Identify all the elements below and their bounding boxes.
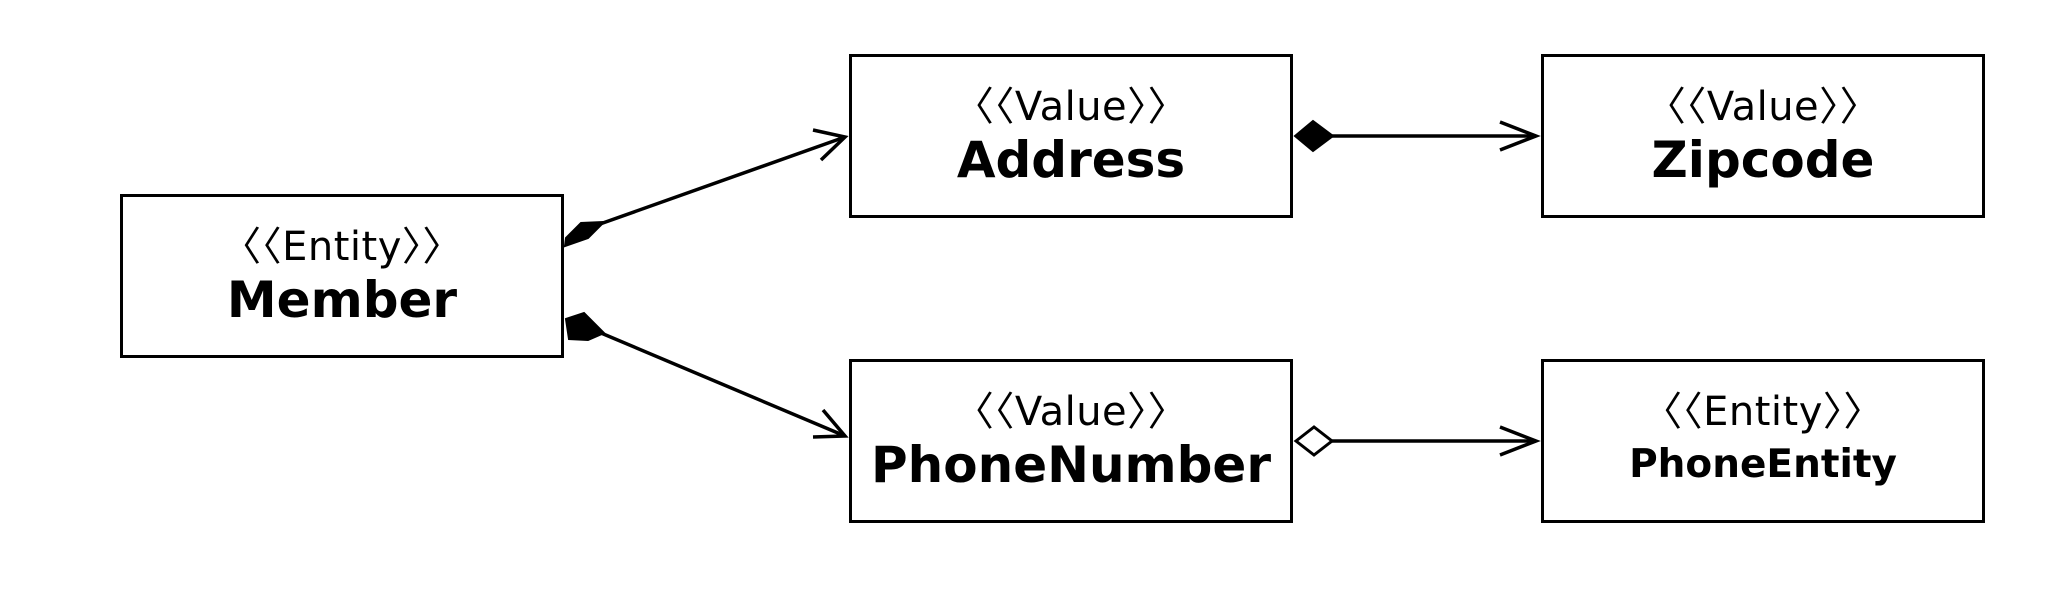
edge-phonenumber-phoneentity xyxy=(1293,425,1541,457)
class-name: PhoneEntity xyxy=(1629,442,1897,487)
class-name: PhoneNumber xyxy=(871,436,1271,494)
class-box-phoneentity: 〈〈Entity〉〉 PhoneEntity xyxy=(1541,359,1985,523)
edge-member-phonenumber xyxy=(564,311,849,439)
composition-diamond-icon xyxy=(563,220,607,248)
class-name: Zipcode xyxy=(1651,131,1875,189)
stereotype-label: 〈〈Value〉〉 xyxy=(953,84,1189,130)
stereotype-label: 〈〈Entity〉〉 xyxy=(221,224,463,270)
open-arrowhead-icon xyxy=(812,408,849,439)
open-arrowhead-icon xyxy=(1499,425,1541,457)
open-arrowhead-icon xyxy=(812,128,849,162)
composition-diamond-icon xyxy=(1293,119,1335,153)
open-arrowhead-icon xyxy=(1499,120,1541,152)
class-box-phonenumber: 〈〈Value〉〉 PhoneNumber xyxy=(849,359,1293,523)
class-box-member: 〈〈Entity〉〉 Member xyxy=(120,194,564,358)
edge-member-phonenumber-line xyxy=(600,331,846,438)
edge-member-address-line xyxy=(599,135,846,226)
class-box-address: 〈〈Value〉〉 Address xyxy=(849,54,1293,218)
stereotype-label: 〈〈Entity〉〉 xyxy=(1642,389,1884,435)
edge-member-address xyxy=(563,128,849,248)
class-name: Address xyxy=(956,131,1186,189)
aggregation-diamond-icon xyxy=(1293,425,1335,457)
class-name: Member xyxy=(226,271,458,329)
stereotype-label: 〈〈Value〉〉 xyxy=(953,389,1189,435)
class-box-zipcode: 〈〈Value〉〉 Zipcode xyxy=(1541,54,1985,218)
edge-address-zipcode xyxy=(1293,119,1541,153)
stereotype-label: 〈〈Value〉〉 xyxy=(1645,84,1881,130)
composition-diamond-icon xyxy=(564,311,606,342)
